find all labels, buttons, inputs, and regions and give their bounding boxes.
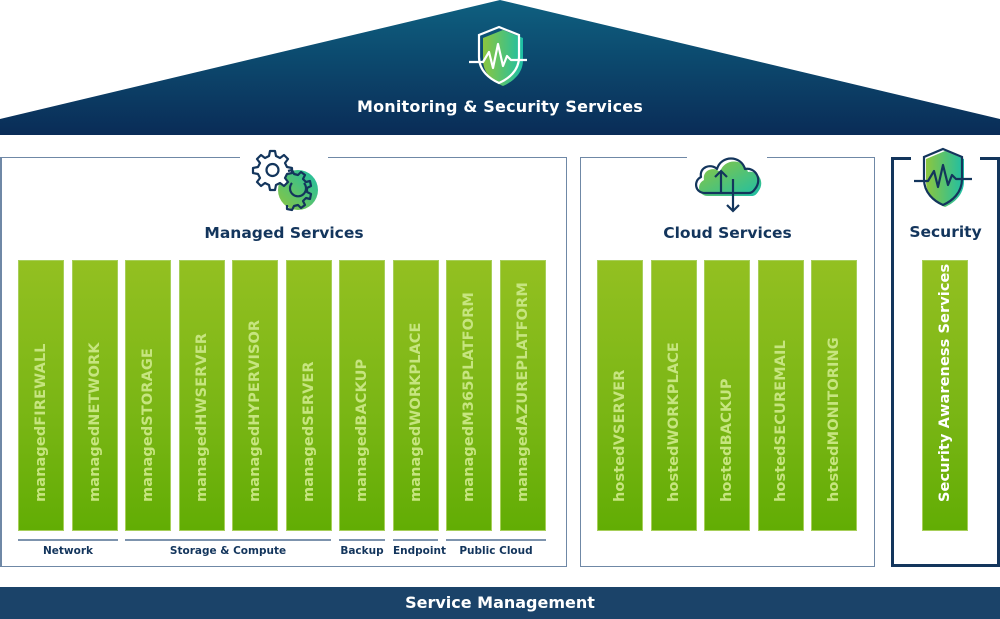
group-label: Public Cloud [459,545,533,557]
cloud-pillar: hostedVSERVER [597,260,643,531]
pillar-group: Public Cloud [446,539,546,559]
gears-icon [240,145,328,217]
pillar-group: Backup [339,539,385,559]
managed-pillar: managedAZUREPLATFORM [500,260,546,531]
group-label: Storage & Compute [169,545,287,557]
pillar-label: managedFIREWALL [33,343,49,502]
pillar-label: hostedSECUREMAIL [773,340,789,502]
managed-pillar: managedHWSERVER [179,260,225,531]
managed-pillar: managedSTORAGE [125,260,171,531]
pillar-group: Storage & Compute [125,539,331,559]
group-label: Network [42,545,93,557]
cloud-pillar: hostedWORKPLACE [651,260,697,531]
pillar-group: Endpoint [393,539,446,559]
managed-pillar: managedHYPERVISOR [232,260,278,531]
managed-pillar: managedM365PLATFORM [446,260,492,531]
group-divider [125,539,331,541]
group-divider [18,539,118,541]
pillar-label: Security Awareness Services [937,263,953,502]
group-label: Endpoint [393,545,446,557]
security-pillar: Security Awareness Services [922,260,968,531]
managed-pillar: managedFIREWALL [18,260,64,531]
pillar-label: managedNETWORK [87,342,103,502]
pillar-group: Network [18,539,118,559]
cloud-services-title: Cloud Services [663,224,792,242]
group-divider [339,539,385,541]
pillar-label: managedBACKUP [354,358,370,502]
managed-services-title: Managed Services [204,224,364,242]
pillar-label: managedWORKPLACE [408,322,424,502]
managed-pillar: managedNETWORK [72,260,118,531]
group-label: Backup [340,545,384,557]
pillar-label: managedSTORAGE [140,348,156,502]
pillar-label: hostedVSERVER [612,369,628,502]
pillar-label: hostedWORKPLACE [666,342,682,502]
managed-pillar: managedBACKUP [339,260,385,531]
bracket-left [891,157,911,160]
shield-pulse-icon [912,145,978,215]
managed-pillar: managedSERVER [286,260,332,531]
group-divider [393,539,438,541]
cloud-pillar: hostedSECUREMAIL [758,260,804,531]
bracket-right [980,157,1000,160]
pillar-label: hostedBACKUP [719,378,735,502]
service-management-bar: Service Management [0,587,1000,619]
cloud-sync-icon [687,145,767,217]
pillar-label: managedAZUREPLATFORM [515,282,531,502]
pillar-label: managedHWSERVER [194,332,210,502]
security-title: Security [909,223,982,241]
managed-pillar: managedWORKPLACE [393,260,439,531]
pillar-label: hostedMONITORING [826,337,842,502]
shield-pulse-icon [465,22,535,92]
cloud-pillar: hostedMONITORING [811,260,857,531]
pillar-label: managedM365PLATFORM [461,292,477,502]
pillar-label: managedSERVER [301,361,317,502]
pillar-label: managedHYPERVISOR [247,319,263,502]
roof-title: Monitoring & Security Services [356,97,644,116]
group-divider [446,539,546,541]
cloud-pillar: hostedBACKUP [704,260,750,531]
